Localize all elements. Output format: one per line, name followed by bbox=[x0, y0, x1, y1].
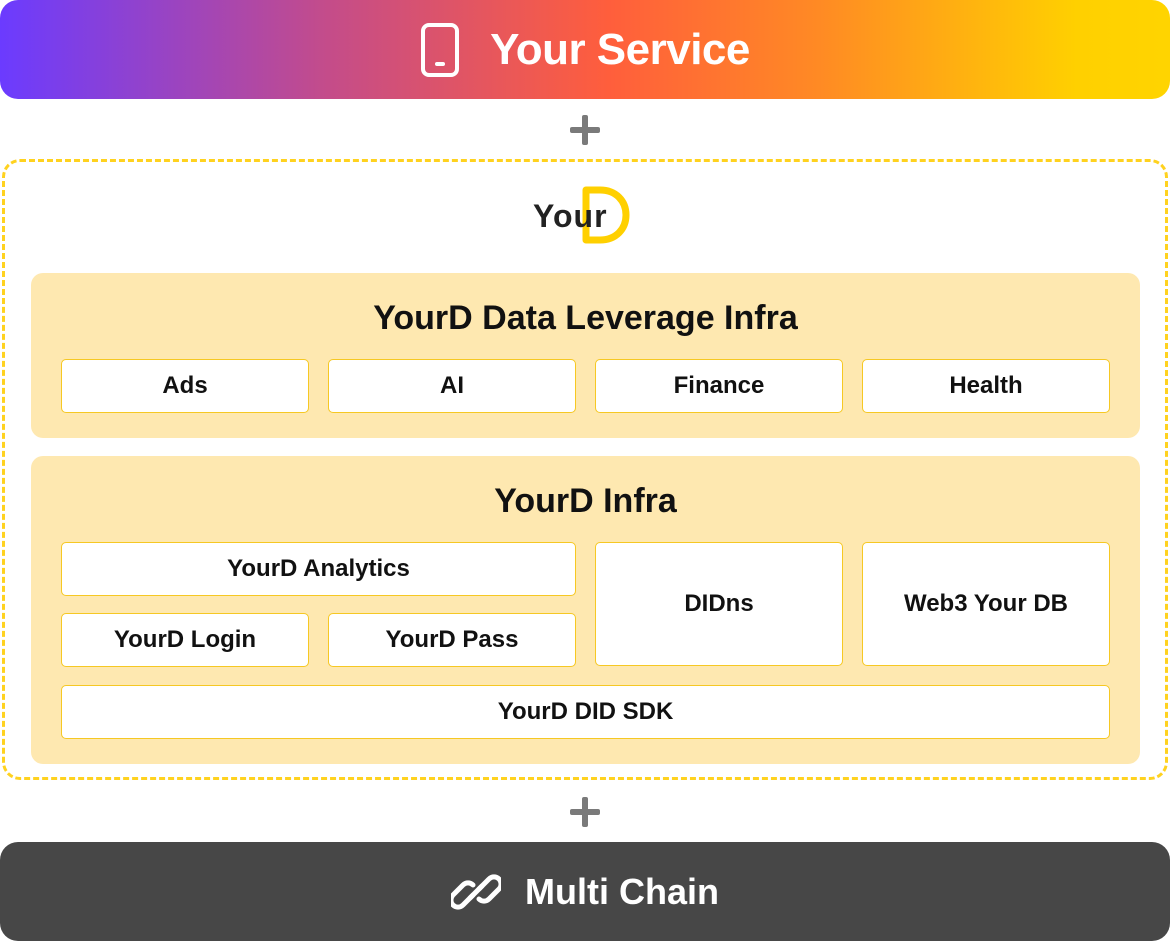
yourd-frame bbox=[2, 159, 1168, 780]
infra-title: YourD Infra bbox=[494, 482, 677, 520]
your-service-banner: Your Service bbox=[0, 0, 1170, 99]
module-pass: YourD Pass bbox=[328, 613, 576, 667]
module-ai: AI bbox=[328, 359, 576, 413]
multi-chain-banner: Multi Chain bbox=[0, 842, 1170, 941]
data-leverage-title: YourD Data Leverage Infra bbox=[373, 299, 798, 337]
logo-d-letter bbox=[582, 186, 630, 244]
module-login: YourD Login bbox=[61, 613, 309, 667]
yourd-logo: Your bbox=[530, 182, 650, 252]
plus-connector-icon bbox=[570, 115, 600, 145]
module-ads: Ads bbox=[61, 359, 309, 413]
module-analytics: YourD Analytics bbox=[61, 542, 576, 596]
multi-chain-title: Multi Chain bbox=[525, 870, 719, 912]
logo-text: Your bbox=[533, 198, 608, 234]
module-health: Health bbox=[862, 359, 1110, 413]
your-service-title: Your Service bbox=[490, 24, 750, 74]
module-didns: DIDns bbox=[595, 542, 843, 666]
plus-connector-icon bbox=[570, 797, 600, 827]
data-leverage-panel: YourD Data Leverage Infra bbox=[31, 273, 1140, 438]
module-did-sdk: YourD DID SDK bbox=[61, 685, 1110, 739]
mobile-phone-icon bbox=[420, 22, 460, 78]
module-web3-db: Web3 Your DB bbox=[862, 542, 1110, 666]
module-finance: Finance bbox=[595, 359, 843, 413]
link-chain-icon bbox=[451, 867, 501, 917]
